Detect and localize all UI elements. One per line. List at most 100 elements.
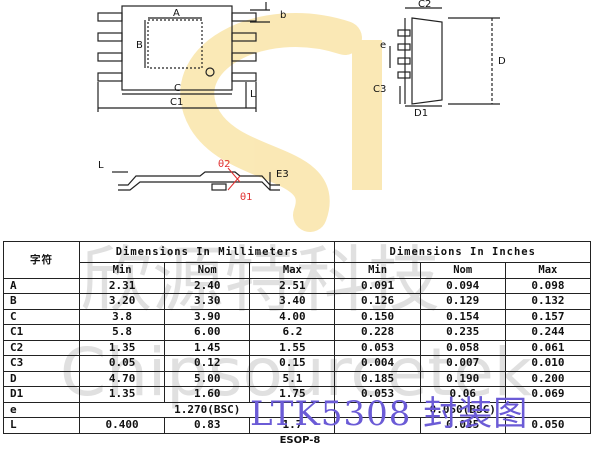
value-cell: 0.05 [78, 355, 166, 372]
value-cell: 0.053 [334, 339, 421, 356]
label-C1: C1 [170, 97, 183, 108]
symbol-cell: e [3, 401, 80, 418]
label-theta2: θ2 [218, 159, 230, 170]
col-header: Max [504, 262, 592, 279]
label-D: D [498, 56, 506, 67]
value-cell: 0.010 [504, 355, 592, 372]
group-header-inches: Dimensions In Inches [334, 241, 591, 263]
value-cell: 0.058 [419, 339, 506, 356]
value-cell: 3.40 [249, 293, 336, 310]
value-cell: 0.050 [504, 417, 592, 434]
value-cell: 2.51 [249, 277, 336, 294]
value-cell: 5.00 [164, 370, 251, 387]
value-cell: 1.35 [78, 386, 166, 403]
label-C3: C3 [373, 84, 386, 95]
symbol-cell: D [3, 370, 80, 387]
value-cell: 0.190 [419, 370, 506, 387]
symbol-cell: C [3, 308, 80, 325]
value-cell: 1.7 [249, 417, 336, 434]
label-C2: C2 [418, 0, 431, 10]
value-cell: 0.244 [504, 324, 592, 341]
exposed-pad [147, 19, 203, 69]
symbol-cell: L [3, 417, 80, 434]
dimensions-table: 字符 Dimensions In Millimeters Dimensions … [3, 241, 592, 434]
value-cell: 3.90 [164, 308, 251, 325]
label-E3: E3 [276, 169, 289, 180]
top-view-body [121, 5, 233, 91]
value-cell: 0.132 [504, 293, 592, 310]
value-cell: 3.8 [78, 308, 166, 325]
group-header-mm: Dimensions In Millimeters [78, 241, 336, 263]
side-view-body [411, 17, 443, 105]
value-cell: 0.035 [419, 417, 506, 434]
value-cell: 0.185 [334, 370, 421, 387]
value-cell: 5.1 [249, 370, 336, 387]
symbol-cell: C2 [3, 339, 80, 356]
label-A: A [173, 8, 180, 19]
value-cell: 0.150 [334, 308, 421, 325]
value-cell: 0.12 [164, 355, 251, 372]
value-cell: 0.15 [249, 355, 336, 372]
value-cell: 5.8 [78, 324, 166, 341]
value-cell: 0.83 [164, 417, 251, 434]
label-e: e [380, 40, 386, 51]
value-cell: 1.35 [78, 339, 166, 356]
value-cell: 0.050(BSC) [334, 401, 591, 418]
value-cell: 0.228 [334, 324, 421, 341]
value-cell: 3.20 [78, 293, 166, 310]
watermark-title: LTK5308 封装图 [250, 394, 529, 434]
col-header: Min [334, 262, 421, 279]
value-cell: 1.60 [164, 386, 251, 403]
package-name: ESOP-8 [279, 435, 321, 446]
value-cell: 0.061 [504, 339, 592, 356]
value-cell: 0.004 [334, 355, 421, 372]
label-C: C [174, 83, 181, 94]
package-drawings: A B C C1 b L C2 D e C3 D1 L E3 θ2 θ1 [97, 0, 506, 203]
label-theta1: θ1 [240, 192, 252, 203]
symbol-header: 字符 [3, 241, 80, 279]
value-cell: 0.129 [419, 293, 506, 310]
label-D1: D1 [414, 108, 428, 119]
col-header: Nom [419, 262, 506, 279]
pin1-marker [205, 67, 215, 77]
side-profile [118, 171, 280, 186]
value-cell: 1.45 [164, 339, 251, 356]
value-cell: 0.200 [504, 370, 592, 387]
symbol-cell: D1 [3, 386, 80, 403]
value-cell: 6.2 [249, 324, 336, 341]
label-B: B [136, 40, 143, 51]
label-L-top: L [250, 89, 256, 100]
value-cell: 0.157 [504, 308, 592, 325]
col-header: Nom [164, 262, 251, 279]
value-cell: 0.126 [334, 293, 421, 310]
symbol-cell: C1 [3, 324, 80, 341]
value-cell: 0.098 [504, 277, 592, 294]
value-cell: 2.31 [78, 277, 166, 294]
value-cell: 0.400 [78, 417, 166, 434]
col-header: Max [249, 262, 336, 279]
value-cell: 0.235 [419, 324, 506, 341]
label-L-side: L [98, 160, 104, 171]
symbol-cell: B [3, 293, 80, 310]
value-cell: 0.154 [419, 308, 506, 325]
col-header: Min [78, 262, 166, 279]
symbol-cell: C3 [3, 355, 80, 372]
value-cell: 1.55 [249, 339, 336, 356]
value-cell: 4.70 [78, 370, 166, 387]
value-cell: 0.091 [334, 277, 421, 294]
symbol-cell: A [3, 277, 80, 294]
value-cell: 0.094 [419, 277, 506, 294]
value-cell: 2.40 [164, 277, 251, 294]
value-cell: 3.30 [164, 293, 251, 310]
value-cell: 0.007 [419, 355, 506, 372]
value-cell: 6.00 [164, 324, 251, 341]
